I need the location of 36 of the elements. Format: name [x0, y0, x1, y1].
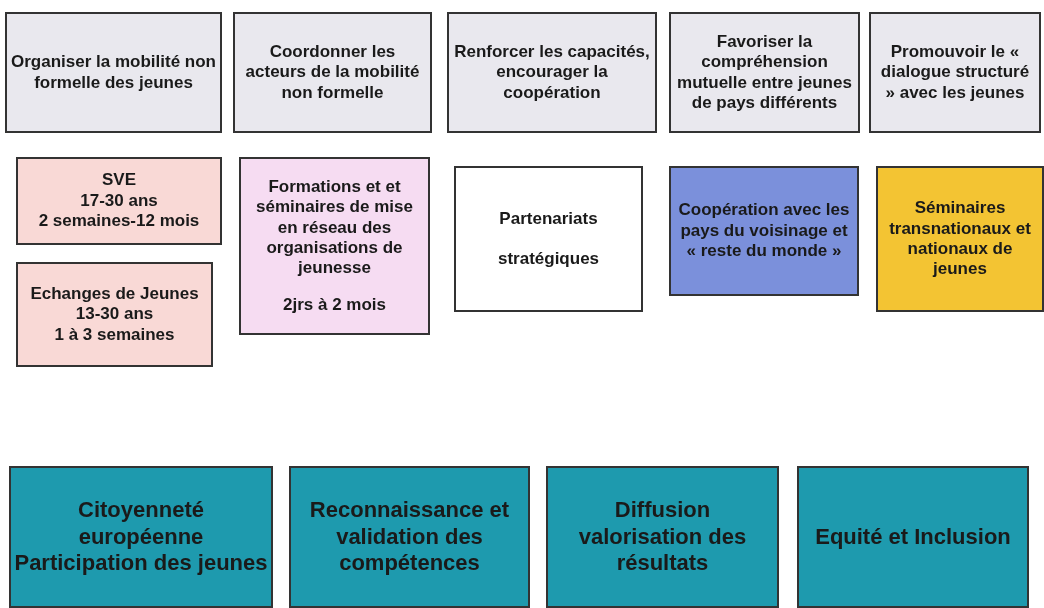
- box-text: SVE: [102, 170, 136, 191]
- box-text: Coopération avec les pays du voisinage et « reste du monde »: [677, 200, 851, 262]
- objective-box: [869, 12, 1041, 133]
- action-box: [454, 166, 643, 312]
- objective-box: [447, 12, 657, 133]
- priority-box: [546, 466, 779, 608]
- box-text: Diffusion valorisation des résultats: [577, 497, 748, 577]
- box-text: Equité et Inclusion: [815, 523, 1011, 551]
- box-text: Citoyenneté européenne Participation des jeunes: [14, 497, 268, 577]
- box-text: Coordonner les acteurs de la mobilité non formelle: [244, 41, 421, 104]
- priority-box: [289, 466, 530, 608]
- action-box: [669, 166, 859, 296]
- box-text: Partenariats: [499, 208, 598, 229]
- box-text: Organiser la mobilité non formelle des jeunes: [10, 52, 217, 93]
- box-text: Reconnaissance et validation des compétences: [308, 497, 511, 577]
- action-box: [876, 166, 1044, 312]
- objective-box: [233, 12, 432, 133]
- box-text: 17-30 ans: [80, 190, 158, 212]
- box-text: 1 à 3 semaines: [54, 324, 175, 346]
- action-box: [16, 157, 222, 245]
- objective-box: [669, 12, 860, 133]
- box-text: 2jrs à 2 mois: [283, 294, 386, 316]
- objective-box: [5, 12, 222, 133]
- box-text: 13-30 ans: [75, 304, 154, 325]
- action-box: [16, 262, 213, 367]
- priority-box: [9, 466, 273, 608]
- box-text: Formations et et séminaires de mise en réseau des organisations de jeunesse: [255, 176, 414, 279]
- box-text: Promouvoir le « dialogue structuré » avec les jeunes: [879, 41, 1031, 104]
- action-box: [239, 157, 430, 335]
- box-text: Echanges de Jeunes: [30, 283, 199, 305]
- box-text: 2 semaines-12 mois: [38, 211, 200, 232]
- priority-box: [797, 466, 1029, 608]
- box-text: Renforcer les capacités, encourager la coopération: [453, 41, 651, 104]
- box-text: Favoriser la compréhension mutuelle entre jeunes de pays différents: [676, 31, 853, 114]
- box-text: Séminaires transnationaux et nationaux de jeunes: [888, 198, 1032, 280]
- box-text: stratégiques: [497, 249, 600, 270]
